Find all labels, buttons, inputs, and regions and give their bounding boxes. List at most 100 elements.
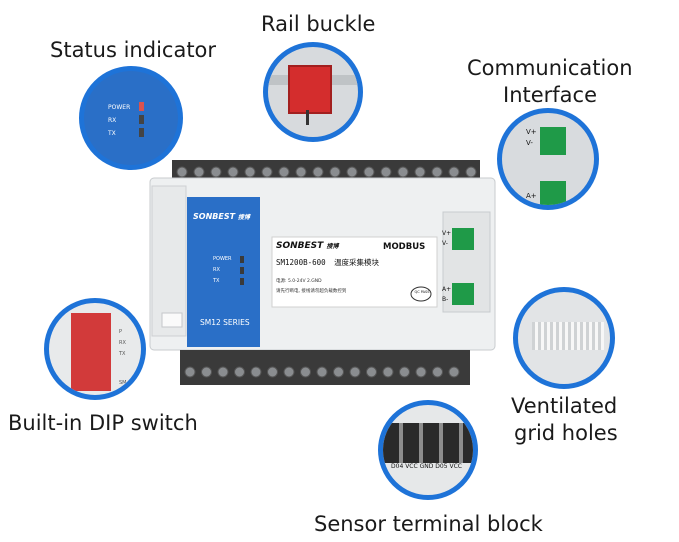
terminal-screw [193, 166, 205, 178]
terminal-screw [448, 166, 460, 178]
qc-text: QC PASS [414, 290, 430, 294]
zoom-power-led [139, 102, 144, 111]
terminal-screw [431, 166, 443, 178]
label-note: 请先行断电, 接线请勿超负载数控到 [276, 289, 347, 294]
panel-led-labels: POWER RX TX [213, 254, 232, 287]
top-terminal-screws [176, 166, 477, 178]
zoom-terminal-vcc1: VCC [405, 463, 418, 470]
port-label-bminus: B- [442, 296, 449, 303]
zoom-dip-block [71, 313, 111, 391]
blue-panel [187, 197, 260, 347]
green-terminal-top [452, 228, 474, 250]
panel-led-tx-label: TX [213, 278, 220, 284]
ventilated-grid-zoom [513, 287, 615, 389]
zoom-dip-p: P [119, 329, 123, 335]
label-brand-cn: 搜博 [326, 243, 339, 250]
label-model-text: SM1200B-600 [276, 258, 326, 267]
terminal-screw [399, 366, 410, 378]
left-slot [161, 312, 183, 328]
zoom-dip-labels: P RX TX SM [119, 327, 127, 389]
terminal-screw [210, 166, 222, 178]
zoom-terminal-gnd: GND [419, 463, 434, 470]
ventilated-callout-line2: grid holes [514, 421, 618, 445]
terminal-screw [184, 366, 196, 378]
ventilated-callout-line1: Ventilated [511, 394, 618, 418]
power-led [240, 256, 244, 263]
terminal-screw [432, 366, 443, 378]
zoom-comm-terminal-top [540, 127, 566, 155]
label-model: SM1200B-600 温度采集模块 [276, 257, 379, 268]
terminal-screw [415, 366, 427, 378]
green-terminal-bottom [452, 283, 474, 305]
zoom-tx-led [139, 128, 144, 137]
sensor-terminal-zoom: D04 VCC GND D05 VCC [378, 400, 478, 500]
terminal-screw [244, 166, 256, 178]
zoom-terminal-block [383, 423, 473, 463]
center-label [271, 236, 438, 308]
terminal-screw [295, 166, 307, 178]
terminal-screw [366, 366, 377, 378]
terminal-screw [261, 166, 273, 178]
port-label-vplus: V+ [442, 230, 452, 237]
zoom-terminal-d04: D04 [391, 463, 404, 470]
terminal-screw [380, 166, 392, 178]
dip-switch-zoom: P RX TX SM [44, 298, 146, 400]
terminal-screw [283, 366, 295, 378]
terminal-screw [312, 166, 324, 178]
tx-led [240, 278, 244, 285]
zoom-comm-vplus: V+ [526, 128, 537, 136]
terminal-screw [227, 166, 239, 178]
terminal-screw [448, 366, 460, 378]
terminal-screw [176, 166, 188, 178]
zoom-dip-tx: TX [119, 351, 126, 357]
zoom-comm-aplus: A+ [526, 192, 537, 200]
rx-led [240, 267, 244, 274]
label-brand: SONBEST 搜博 [276, 241, 338, 251]
panel-led-rx-label: RX [213, 267, 220, 273]
status-indicator-callout: Status indicator [50, 38, 217, 62]
zoom-comm-b: B [526, 203, 531, 210]
zoom-comm-labels: V+ V- A+ B [526, 127, 537, 210]
rail-buckle-clip [288, 65, 332, 114]
terminal-screw [250, 366, 262, 378]
label-protocol: MODBUS [383, 242, 426, 252]
terminal-screw [278, 166, 290, 178]
terminal-screw [316, 366, 328, 378]
communication-callout-line1: Communication [467, 56, 633, 80]
status-indicator-zoom: POWER RX TX [79, 66, 183, 170]
zoom-power-label: POWER [108, 104, 131, 111]
dip-switch-callout: Built-in DIP switch [8, 411, 198, 435]
communication-callout-line2: Interface [503, 83, 598, 107]
zoom-terminal-labels: D04 VCC GND D05 VCC [391, 463, 462, 470]
label-model-cn: 温度采集模块 [334, 258, 380, 267]
port-label-vminus: V- [442, 240, 448, 247]
bottom-terminal-screws [184, 366, 460, 378]
terminal-screw [349, 366, 361, 378]
terminal-screw [414, 166, 426, 178]
sensor-terminal-callout: Sensor terminal block [314, 512, 543, 536]
rail-buckle-zoom [263, 42, 363, 142]
communication-interface-zoom: V+ V- A+ B [497, 108, 599, 210]
zoom-terminal-vcc2: VCC [449, 463, 462, 470]
rail-buckle-stem [306, 110, 309, 125]
terminal-screw [363, 166, 375, 178]
panel-series: SM12 SERIES [200, 318, 250, 327]
zoom-rx-led [139, 115, 144, 124]
terminal-screw [397, 166, 409, 178]
label-brand-text: SONBEST [276, 241, 324, 251]
terminal-screw [333, 366, 344, 378]
zoom-terminal-d05: D05 [435, 463, 448, 470]
terminal-screw [346, 166, 358, 178]
terminal-screw [329, 166, 341, 178]
port-label-aplus: A+ [442, 286, 452, 293]
label-power-spec: 电源: 5.0-24V 2.GND [276, 279, 322, 284]
zoom-status-labels: POWER RX TX [108, 101, 130, 140]
terminal-screw [217, 366, 229, 378]
panel-brand-text: SONBEST [193, 212, 236, 221]
zoom-dip-sm: SM [119, 380, 127, 386]
panel-led-power-label: POWER [213, 256, 232, 262]
terminal-screw [465, 166, 477, 178]
zoom-tx-label: TX [108, 130, 116, 137]
rail-buckle-callout: Rail buckle [261, 12, 376, 36]
